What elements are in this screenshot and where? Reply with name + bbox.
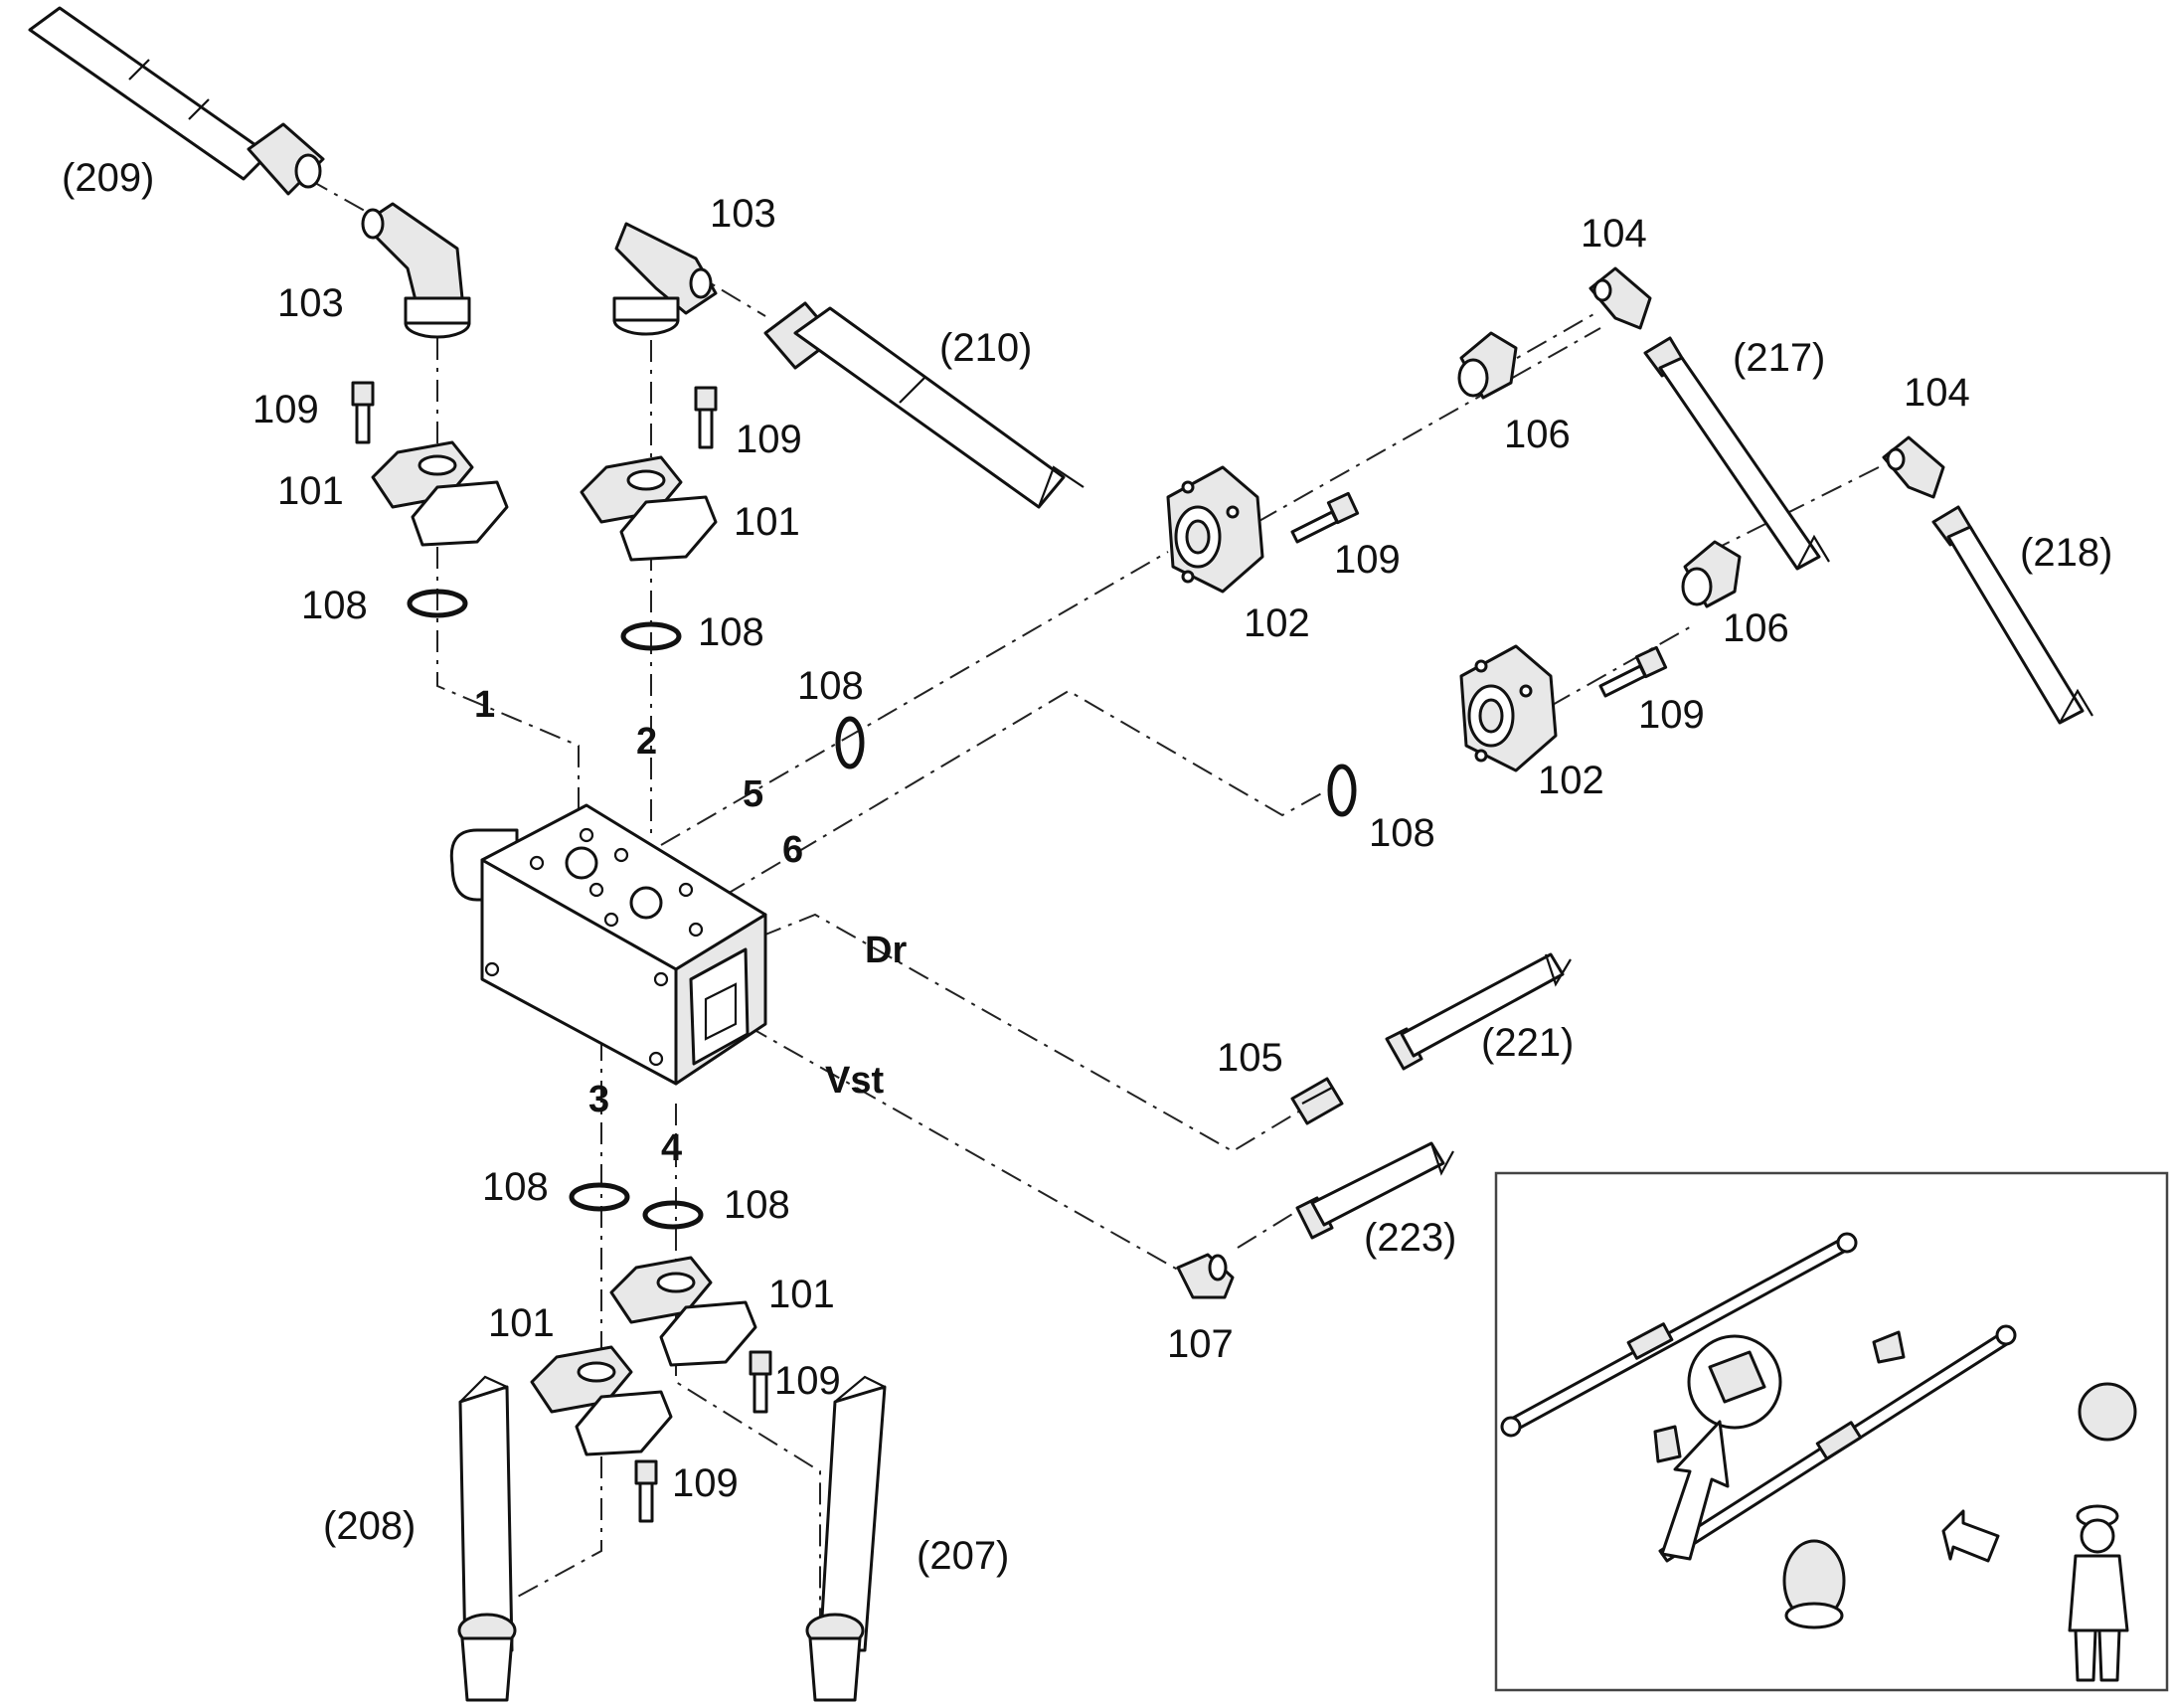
label-108-c: 108 — [797, 664, 864, 708]
valve-block — [449, 803, 767, 1086]
hose-210 — [763, 301, 1085, 509]
clamp-101-bottom-left — [530, 1345, 673, 1456]
label-106-bottom: 106 — [1723, 606, 1789, 650]
label-109-b: 109 — [736, 418, 802, 461]
screw-109-a — [351, 381, 375, 444]
label-108-f: 108 — [724, 1183, 790, 1227]
label-101-c: 101 — [768, 1273, 835, 1316]
label-109-a: 109 — [252, 388, 319, 431]
angle-fitting-104-top — [1588, 266, 1652, 330]
adapter-106-bottom — [1681, 540, 1742, 608]
label-108-b: 108 — [698, 610, 764, 654]
port-1: 1 — [474, 684, 495, 726]
clamps-101 — [371, 440, 757, 1456]
label-104-top: 104 — [1581, 212, 1647, 256]
hose-221 — [1385, 952, 1572, 1071]
screw-109-e — [749, 1350, 772, 1414]
angle-fitting-104-bottom — [1882, 435, 1945, 499]
elbow-fitting-103-left — [361, 202, 471, 339]
screws-109 — [351, 381, 1668, 1523]
hose-207 — [805, 1375, 887, 1702]
port-4: 4 — [661, 1127, 682, 1169]
label-207: (207) — [917, 1534, 1009, 1578]
label-103-left: 103 — [277, 281, 344, 325]
label-109-c: 109 — [1334, 538, 1401, 582]
label-107: 107 — [1167, 1322, 1234, 1366]
clamp-101-top-right — [580, 455, 718, 562]
elbow-fitting-103-right — [612, 222, 718, 336]
label-102-top: 102 — [1244, 601, 1310, 645]
port-5: 5 — [743, 773, 763, 815]
port-dr: Dr — [865, 930, 907, 971]
label-109-f: 109 — [672, 1461, 739, 1505]
hose-208 — [457, 1375, 517, 1702]
label-105: 105 — [1217, 1036, 1283, 1080]
label-102-bottom: 102 — [1538, 759, 1604, 802]
hose-209 — [28, 6, 325, 196]
flange-102-top — [1166, 465, 1264, 594]
screw-109-f — [634, 1459, 658, 1523]
label-210: (210) — [939, 326, 1032, 370]
label-103-right: 103 — [710, 192, 776, 236]
overview-arrow-small-icon — [1941, 1509, 2000, 1563]
label-101-a: 101 — [277, 469, 344, 513]
label-223: (223) — [1364, 1216, 1456, 1260]
clamp-101-top-left — [371, 440, 509, 547]
human-figure-icon — [2068, 1504, 2129, 1682]
clamp-101-bottom-right — [609, 1256, 757, 1367]
hose-217 — [1643, 336, 1830, 571]
hose-223 — [1295, 1141, 1454, 1240]
port-2: 2 — [636, 721, 657, 763]
label-218: (218) — [2020, 531, 2112, 575]
label-101-b: 101 — [734, 500, 800, 544]
label-109-d: 109 — [1638, 693, 1705, 737]
label-104-bottom: 104 — [1904, 371, 1970, 415]
hose-218 — [1931, 505, 2093, 725]
overview-arrow-icon — [1660, 1420, 1730, 1561]
screw-109-c — [1290, 491, 1360, 544]
label-101-d: 101 — [488, 1301, 555, 1345]
port-vst: Vst — [825, 1060, 884, 1102]
label-108-d: 108 — [1369, 811, 1435, 855]
label-209: (209) — [62, 156, 154, 200]
label-106-top: 106 — [1504, 413, 1571, 456]
adapter-106-top — [1457, 331, 1518, 400]
label-221: (221) — [1481, 1021, 1574, 1065]
fitting-105 — [1290, 1077, 1344, 1125]
screw-109-b — [694, 386, 718, 449]
flange-102-bottom — [1459, 644, 1558, 772]
fitting-107 — [1176, 1253, 1235, 1299]
overview-inset — [1494, 1171, 2169, 1692]
assembly-lines — [307, 178, 1880, 1630]
port-3: 3 — [588, 1079, 609, 1120]
label-217: (217) — [1733, 336, 1825, 380]
label-109-e: 109 — [774, 1359, 841, 1403]
screw-109-d — [1598, 645, 1668, 698]
label-208: (208) — [323, 1504, 416, 1548]
label-108-a: 108 — [301, 584, 368, 627]
port-labels: 1 2 3 4 5 6 Dr Vst — [474, 684, 907, 1169]
part-labels: (209) (210) (217) (218) (221) (223) (208… — [62, 156, 2112, 1578]
port-6: 6 — [782, 829, 803, 871]
o-rings-108 — [407, 589, 1357, 1230]
label-108-e: 108 — [482, 1165, 549, 1209]
